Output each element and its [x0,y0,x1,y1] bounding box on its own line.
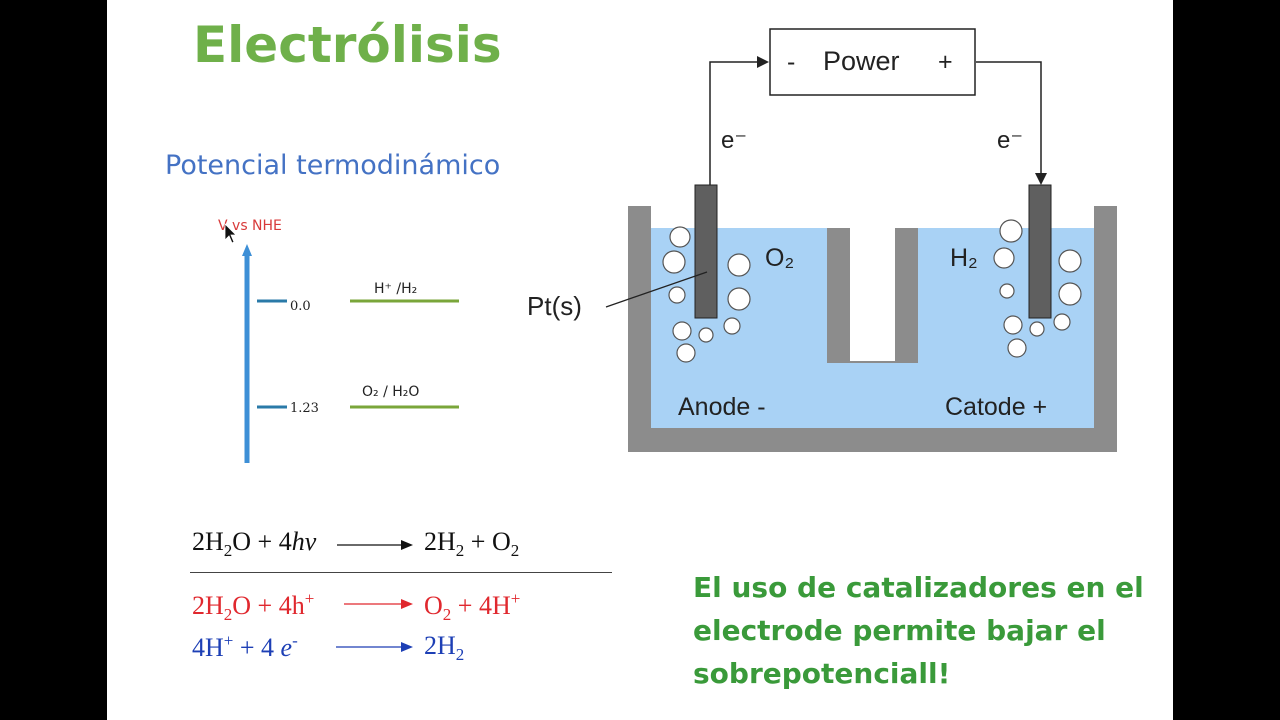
gas-right-label: H₂ [950,244,978,272]
power-label: Power [823,46,900,76]
equation-overall-left: 2H2O + 4hν [192,527,317,560]
scale-arrow-head [242,244,252,256]
level-label-o: O₂ / H₂O [362,384,419,400]
tick-label-0: 0.0 [290,299,311,314]
anode-electrode [694,184,718,319]
gas-left-label: O₂ [765,244,794,272]
cathode-electrode [1028,184,1052,319]
equation-overall-right: 2H2 + O2 [424,527,520,560]
slide-title: Electrólisis [193,16,502,74]
power-minus: - [787,48,795,76]
slide-subtitle: Potencial termodinámico [165,150,501,181]
electrolysis-cell: - Power + e⁻ e⁻ [527,28,1117,452]
equation-arrows [336,540,413,652]
power-plus: + [938,48,953,76]
cathode-bubbles [993,219,1082,358]
wire-left [709,61,760,185]
arrow-oxidation-head [401,599,413,609]
catalyst-note: El uso de catalizadores en el electrode … [693,571,1144,690]
wire-right-arrow [1035,173,1047,185]
wire-right [976,61,1042,175]
anode-bubbles [662,226,751,363]
potential-scale: V vs NHE 0.0 1.23 H⁺ /H₂ O₂ / H₂O [218,218,459,463]
mouse-cursor-icon [224,223,237,244]
equation-divider [190,572,612,573]
electrode-material-label: Pt(s) [527,291,582,321]
wire-left-arrow [757,56,769,68]
tick-label-1: 1.23 [290,401,319,416]
scale-axis-label: V vs NHE [218,218,282,234]
cathode-label: Catode + [945,393,1047,421]
anode-label: Anode - [678,393,766,421]
arrow-reduction-head [401,642,413,652]
equation-oxidation-left: 2H2O + 4h+ [192,589,315,624]
electron-right-label: e⁻ [997,127,1023,154]
separator-inner [850,206,895,361]
power-supply-box [769,28,976,96]
electrode-leader-line [605,271,708,308]
level-label-h: H⁺ /H₂ [374,281,417,297]
equation-reduction-right: 2H2 [424,631,465,664]
electron-left-label: e⁻ [721,127,747,154]
equation-reduction-left: 4H+ + 4 e- [192,631,298,662]
equation-oxidation-right: O2 + 4H+ [424,589,521,624]
arrow-overall-head [401,540,413,550]
slide: Electrólisis Potencial termodinámico V v… [107,0,1173,720]
